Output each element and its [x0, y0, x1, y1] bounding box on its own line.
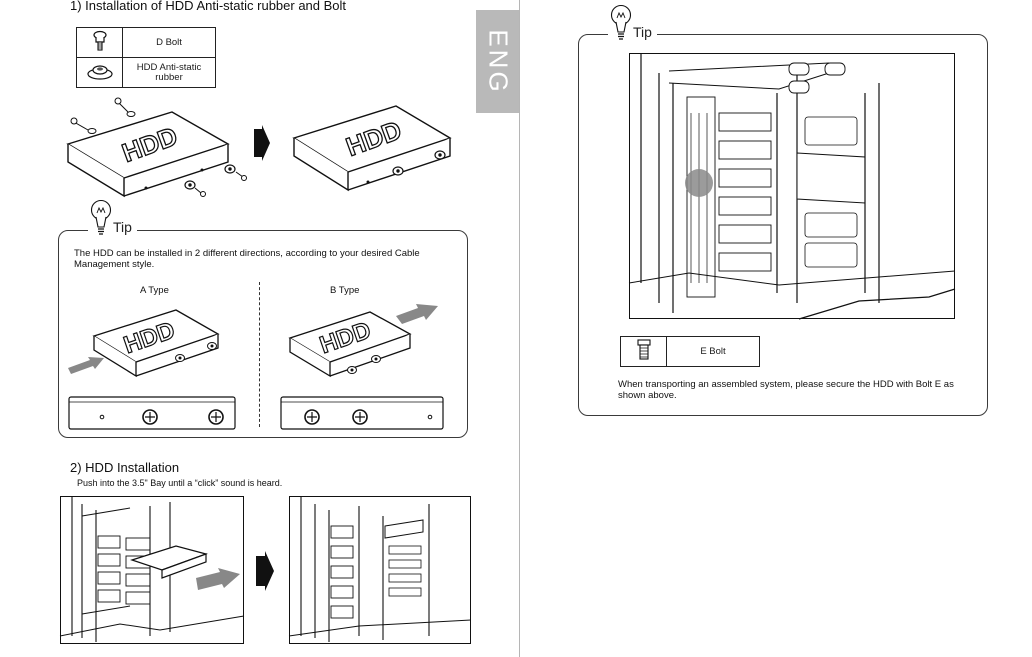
type-divider	[259, 282, 260, 427]
tip-text: The HDD can be installed in 2 different …	[74, 248, 420, 270]
arrow-right-icon	[254, 125, 270, 161]
e-bolt-label: E Bolt	[666, 336, 760, 367]
hdd-before-illustration: HDD	[66, 97, 247, 198]
e-bolt-icon	[620, 336, 667, 367]
tip-label: Tip	[633, 24, 652, 40]
hdd-after-illustration: HDD	[292, 105, 452, 192]
type-b-label: B Type	[330, 285, 360, 296]
chassis-installed-illustration	[288, 496, 472, 644]
page-divider	[519, 0, 520, 657]
parts-legend: D Bolt HDD Anti-static rubber	[76, 27, 216, 88]
tip-heading: Tip	[88, 199, 137, 235]
tip-label: Tip	[113, 219, 132, 235]
tip-box-cable-management	[58, 230, 468, 438]
hdd-type-a-side-view	[68, 396, 236, 430]
tip-heading: Tip	[608, 4, 657, 40]
e-bolt-legend: E Bolt	[620, 336, 760, 367]
chassis-e-bolt-illustration	[628, 53, 956, 320]
right-page: Tip	[521, 0, 1032, 657]
section1-title: 1) Installation of HDD Anti-static rubbe…	[70, 0, 347, 13]
section2-title: 2) HDD Installation	[70, 460, 180, 475]
anti-static-rubber-label: HDD Anti-static rubber	[122, 57, 216, 88]
d-bolt-icon	[76, 27, 123, 58]
anti-static-rubber-icon	[76, 57, 123, 88]
hdd-type-a-illustration: HDD	[68, 309, 220, 378]
lightbulb-icon	[610, 4, 632, 40]
d-bolt-label: D Bolt	[122, 27, 216, 58]
language-tab-label: ENG	[483, 28, 513, 95]
hdd-type-b-side-view	[280, 396, 444, 430]
tip-box-transport	[578, 34, 988, 416]
hdd-type-b-illustration: HDD	[288, 304, 438, 378]
left-page: 1) Installation of HDD Anti-static rubbe…	[58, 0, 519, 644]
transport-tip-text: When transporting an assembled system, p…	[618, 379, 954, 401]
chassis-insert-illustration	[59, 496, 245, 644]
arrow-right-icon	[256, 551, 274, 591]
section2-subtitle: Push into the 3.5" Bay until a “click” s…	[77, 478, 283, 488]
type-a-label: A Type	[140, 285, 169, 296]
lightbulb-icon	[90, 199, 112, 235]
e-bolt-highlight	[685, 169, 713, 197]
language-tab: ENG	[476, 10, 519, 113]
